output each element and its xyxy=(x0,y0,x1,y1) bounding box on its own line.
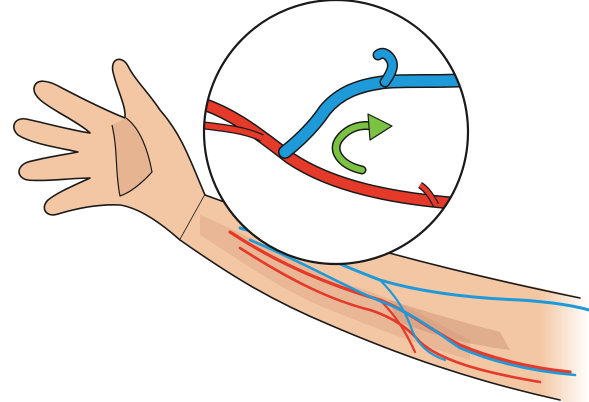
hand xyxy=(14,59,205,240)
hand-shape xyxy=(14,59,205,240)
